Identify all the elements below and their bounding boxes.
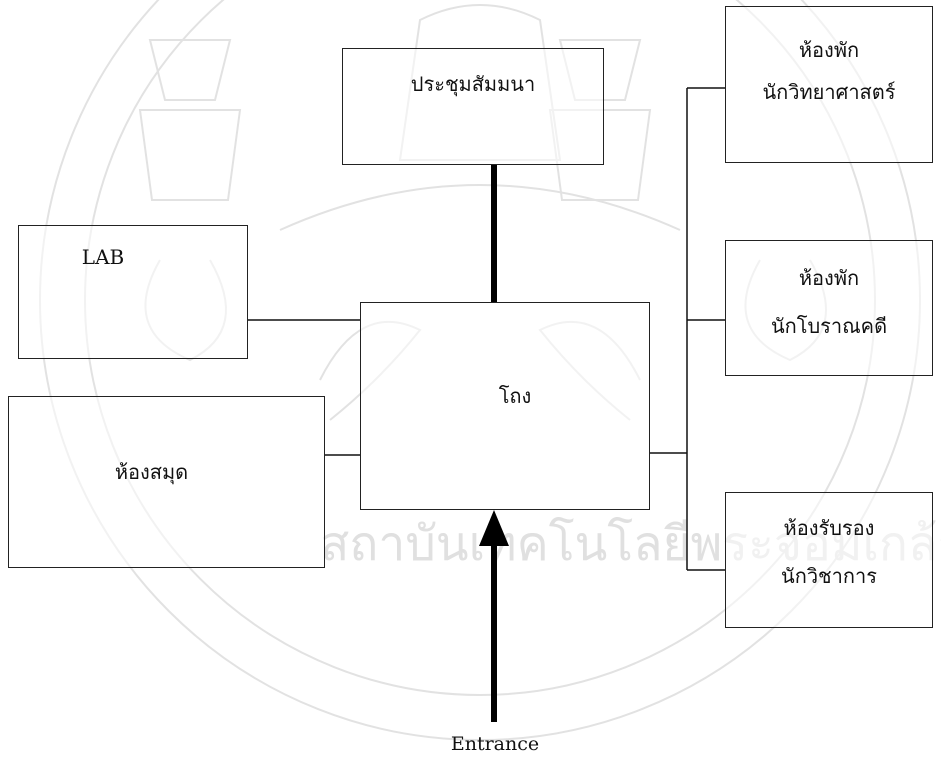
academic-reception-line1: ห้องรับรอง bbox=[783, 516, 875, 540]
archaeologist-lounge-box: ห้องพัก นักโบราณคดี bbox=[725, 240, 933, 376]
scientist-lounge-line1: ห้องพัก bbox=[798, 38, 860, 62]
academic-reception-box: ห้องรับรอง นักวิชาการ bbox=[725, 492, 933, 628]
entrance-label: Entrance bbox=[450, 733, 540, 755]
seminar-room-box: ประชุมสัมมนา bbox=[342, 48, 604, 165]
entrance-arrow-head bbox=[479, 510, 509, 546]
lab-label: LAB bbox=[81, 245, 125, 269]
scientist-lounge-box: ห้องพัก นักวิทยาศาสตร์ bbox=[725, 6, 933, 163]
lab-box: LAB bbox=[18, 225, 248, 359]
seminar-room-label: ประชุมสัมมนา bbox=[410, 72, 536, 96]
archaeologist-lounge-line1: ห้องพัก bbox=[798, 266, 860, 290]
scientist-lounge-line2: นักวิทยาศาสตร์ bbox=[762, 80, 896, 104]
archaeologist-lounge-line2: นักโบราณคดี bbox=[770, 314, 888, 338]
library-box: ห้องสมุด bbox=[8, 396, 325, 568]
hall-box: โถง bbox=[360, 302, 650, 510]
academic-reception-line2: นักวิชาการ bbox=[781, 564, 877, 588]
hall-label: โถง bbox=[498, 384, 532, 408]
library-label: ห้องสมุด bbox=[114, 460, 189, 484]
